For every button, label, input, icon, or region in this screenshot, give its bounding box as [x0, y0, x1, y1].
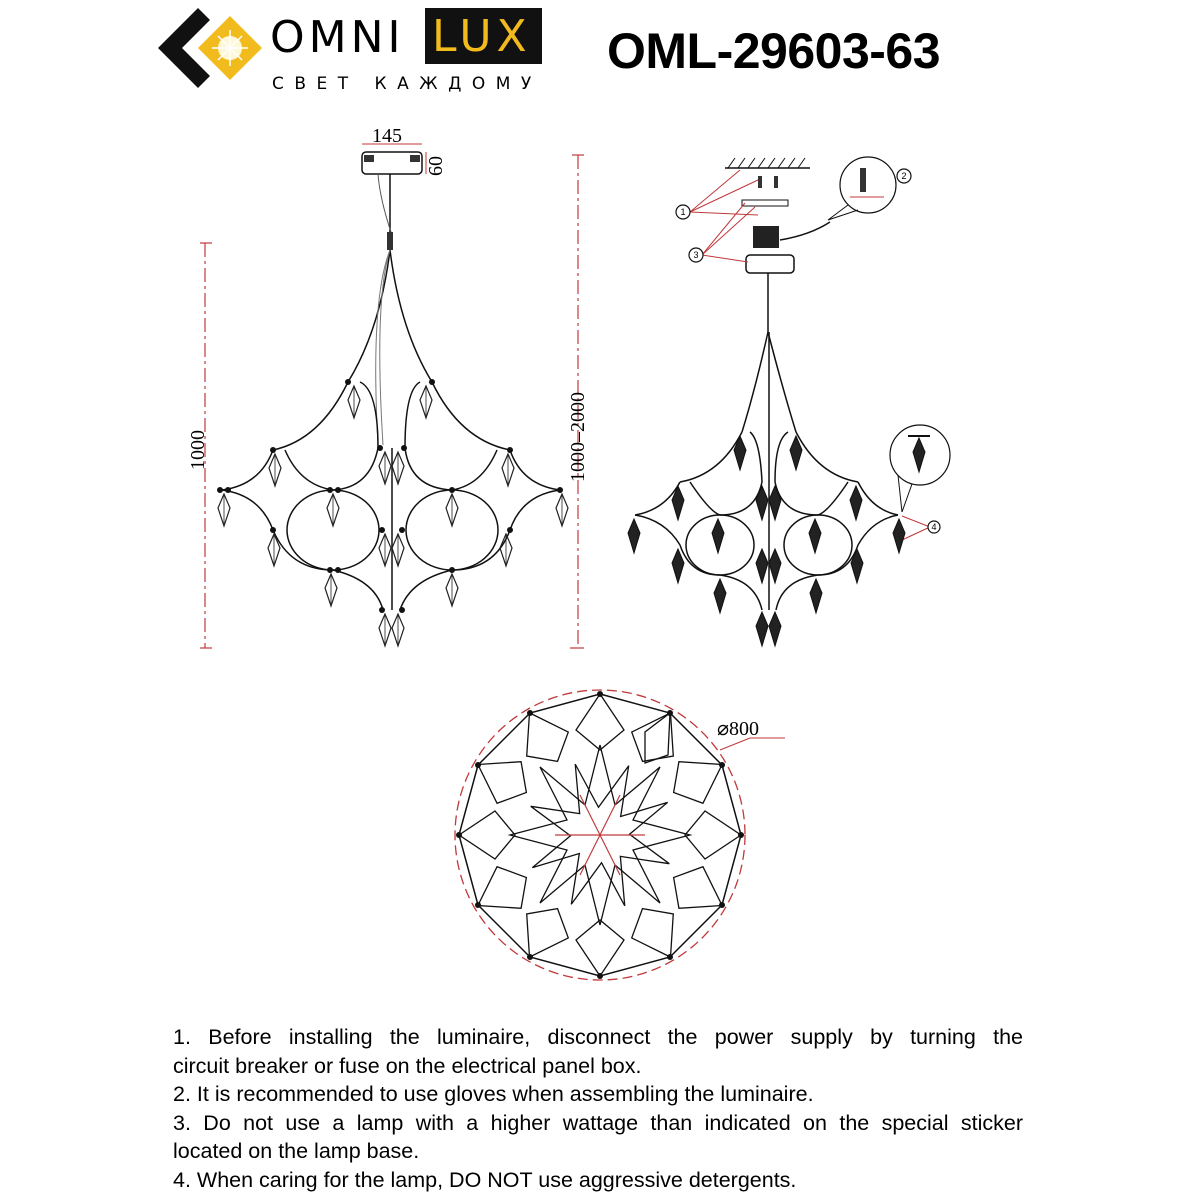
model-number: OML-29603-63: [607, 23, 941, 79]
brand-lux: LUX: [432, 11, 532, 62]
top-view: ⌀800: [454, 689, 785, 981]
canopy-height-label: 60: [425, 156, 447, 176]
side-view: 1 2 3 4: [627, 156, 951, 647]
brand-lux-box: [425, 8, 542, 64]
technical-drawing: 145 60: [187, 125, 951, 981]
omnilux-logo: [150, 8, 560, 103]
brand-omni: OMNI: [270, 12, 405, 63]
instruction-3-line-1: 3. Do not use a lamp with a higher watta…: [173, 1110, 1023, 1135]
instructions: 1. Before installing the luminaire, disc…: [173, 1023, 1023, 1194]
callout-1: 1: [680, 207, 685, 217]
brand-tagline: СВЕТ КАЖДОМУ: [272, 74, 542, 94]
diamond-sun-icon: [158, 8, 262, 88]
diameter-label: ⌀800: [717, 718, 759, 740]
callout-3: 3: [693, 250, 698, 260]
callout-2: 2: [901, 171, 906, 181]
canopy-width-label: 145: [372, 125, 402, 147]
instruction-3-line-2: located on the lamp base.: [173, 1139, 420, 1163]
instruction-2: 2. It is recommended to use gloves when …: [173, 1082, 814, 1106]
instruction-1-line-1: 1. Before installing the luminaire, disc…: [173, 1025, 1023, 1049]
instruction-4: 4. When caring for the lamp, DO NOT use …: [173, 1167, 797, 1192]
callout-4: 4: [931, 522, 936, 532]
total-height-label: 1000–2000: [567, 392, 589, 482]
body-height-label: 1000: [187, 430, 209, 470]
front-view: 145 60: [187, 125, 589, 649]
instruction-1-line-2: circuit breaker or fuse on the electrica…: [173, 1053, 642, 1078]
